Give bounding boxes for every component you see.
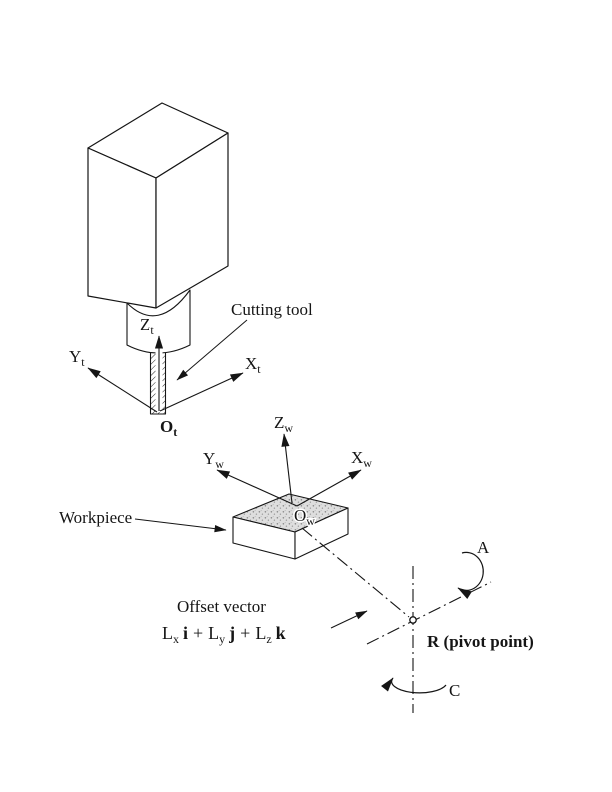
a-rotation-arrow <box>457 551 484 599</box>
cutting-tool-leader-arrow <box>176 319 248 381</box>
tool-x-axis-arrow <box>159 372 244 412</box>
workpiece-right-face <box>294 507 349 560</box>
cutting-tool-assembly <box>87 102 229 415</box>
workpiece-z-axis-arrow <box>281 433 293 504</box>
workpiece-block <box>232 493 349 560</box>
pivot-axes <box>301 527 492 713</box>
workpiece-leader-arrow <box>134 518 227 533</box>
c-rotation-arrow <box>381 677 447 694</box>
workpiece-y-axis-arrow <box>216 469 298 507</box>
cutting-tool-label: Cutting tool <box>231 300 313 319</box>
tool-frame: Zt Yt Xt Ot <box>69 314 261 440</box>
tool-y-axis-arrow <box>87 367 158 413</box>
tool-y-axis-label: Yt <box>69 347 85 369</box>
offset-vector-leader-arrow <box>330 610 368 629</box>
offset-vector-line <box>301 527 410 618</box>
workpiece-z-axis-label: Zw <box>274 413 293 435</box>
pivot-point-label: R (pivot point) <box>427 632 534 651</box>
workpiece-origin-label: Ow <box>294 506 315 528</box>
tool-z-axis-label: Zt <box>140 315 154 337</box>
c-rotation-label: C <box>449 681 460 700</box>
tool-origin-label: Ot <box>160 417 177 439</box>
tool-x-axis-label: Xt <box>245 354 261 376</box>
a-rotation-label: A <box>477 538 490 557</box>
workpiece-x-axis-label: Xw <box>351 448 372 470</box>
spindle-housing-right-face <box>155 132 229 309</box>
workpiece-frame: Zw Yw Xw Ow <box>203 413 372 530</box>
workpiece-y-axis-label: Yw <box>203 449 224 471</box>
offset-vector-label: Offset vector <box>177 597 266 616</box>
pivot-point-marker <box>409 616 417 624</box>
workpiece-x-axis-arrow <box>296 469 362 507</box>
tool-collet <box>126 289 191 354</box>
workpiece-label: Workpiece <box>59 508 132 527</box>
